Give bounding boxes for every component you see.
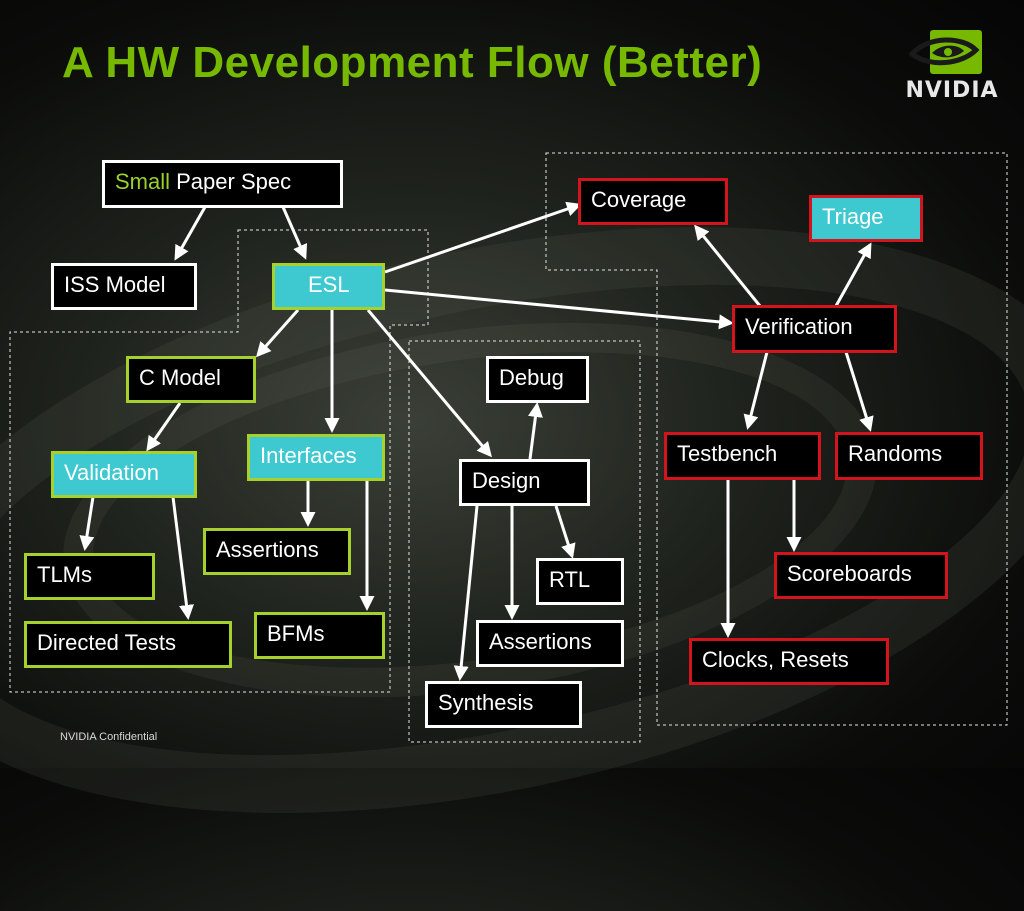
slide-title: A HW Development Flow (Better) <box>62 38 763 87</box>
arrow-design-debug <box>528 402 543 460</box>
clocks-resets-box: Clocks, Resets <box>689 638 889 685</box>
arrow-cmodel-validation <box>146 402 182 452</box>
logo-wordmark: NVIDIA <box>905 78 999 103</box>
design-box: Design <box>459 459 590 506</box>
small-paper-spec-box: Small Paper Spec <box>102 160 343 208</box>
arrow-esl-design <box>366 309 492 458</box>
esl-group-region <box>9 229 429 693</box>
bfms-box: BFMs <box>254 612 385 659</box>
directed-tests-box: Directed Tests <box>24 621 232 668</box>
synthesis-box: Synthesis <box>425 681 582 728</box>
arrow-esl-cmodel <box>256 309 300 358</box>
assertions-left-box: Assertions <box>203 528 351 575</box>
arrow-verification-triage <box>834 242 872 307</box>
spec-highlight-word: Small <box>115 169 171 194</box>
debug-box: Debug <box>486 356 589 403</box>
interfaces-box: Interfaces <box>247 434 385 481</box>
validation-box: Validation <box>51 451 197 498</box>
coverage-box: Coverage <box>578 178 728 225</box>
testbench-box: Testbench <box>664 432 821 480</box>
triage-box: Triage <box>809 195 923 242</box>
esl-box: ESL <box>272 263 385 310</box>
verification-box: Verification <box>732 305 897 353</box>
c-model-box: C Model <box>126 356 256 403</box>
arrow-spec-esl <box>281 206 308 260</box>
spec-rest-text: Paper Spec <box>170 169 292 194</box>
scoreboards-box: Scoreboards <box>774 552 948 599</box>
verification-group-region <box>545 152 1008 726</box>
arrow-verification-coverage <box>694 224 762 307</box>
nvidia-logo: NVIDIA <box>902 28 1002 108</box>
arrow-validation-directed <box>171 496 194 620</box>
arrow-validation-tlms <box>79 496 95 551</box>
arrow-design-synthesis <box>453 505 479 681</box>
arrow-esl-coverage <box>384 201 582 274</box>
arrow-verification-randoms <box>844 351 874 432</box>
iss-model-box: ISS Model <box>51 263 197 310</box>
arrow-design-rtl <box>554 505 576 559</box>
confidential-footer: NVIDIA Confidential <box>60 731 158 743</box>
arrow-spec-iss <box>174 206 207 261</box>
nvidia-eye-icon <box>908 30 982 74</box>
assertions-mid-box: Assertions <box>476 620 624 667</box>
arrow-verification-testbench <box>743 351 769 430</box>
rtl-box: RTL <box>536 558 624 605</box>
design-group-region <box>408 340 641 743</box>
randoms-box: Randoms <box>835 432 983 480</box>
tlms-box: TLMs <box>24 553 155 600</box>
arrow-esl-verification <box>384 288 734 330</box>
flow-connectors <box>9 152 1008 743</box>
